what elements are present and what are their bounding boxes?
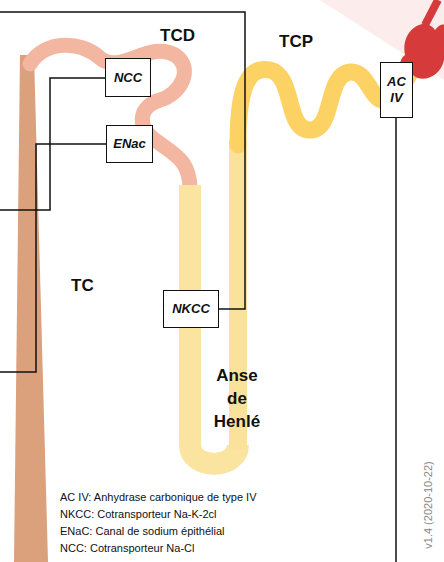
- arteriole: [425, 0, 438, 25]
- transporter-box: NKCC: [163, 290, 219, 328]
- abbreviation-note: NCC: Cotransporteur Na-Cl: [60, 541, 194, 555]
- proximal-tubule: [238, 60, 420, 145]
- node-label: NKCC: [172, 301, 210, 317]
- node-label: ENac: [113, 136, 146, 152]
- node-label: AC IV: [381, 74, 412, 106]
- region-label: TCP: [279, 30, 313, 53]
- region-label: Anse de Henlé: [205, 364, 269, 433]
- transporter-box: NCC: [105, 58, 151, 97]
- enzyme-box: AC IV: [380, 62, 413, 118]
- version-watermark: v1.4 (2020-10-22): [421, 461, 435, 548]
- leader-line: [0, 12, 245, 309]
- node-label: NCC: [114, 70, 142, 86]
- region-label: TCD: [160, 24, 195, 47]
- leader-line: [0, 144, 106, 372]
- distal-tubule: [30, 45, 190, 190]
- collecting-duct: [14, 55, 48, 562]
- region-label: TC: [71, 274, 94, 297]
- abbreviation-note: AC IV: Anhydrase carbonique de type IV: [60, 490, 257, 504]
- channel-box: ENac: [106, 125, 153, 163]
- leader-line: [395, 118, 397, 562]
- abbreviation-note: ENaC: Canal de sodium épithélial: [60, 524, 224, 538]
- abbreviation-note: NKCC: Cotransporteur Na-K-2cl: [60, 507, 217, 521]
